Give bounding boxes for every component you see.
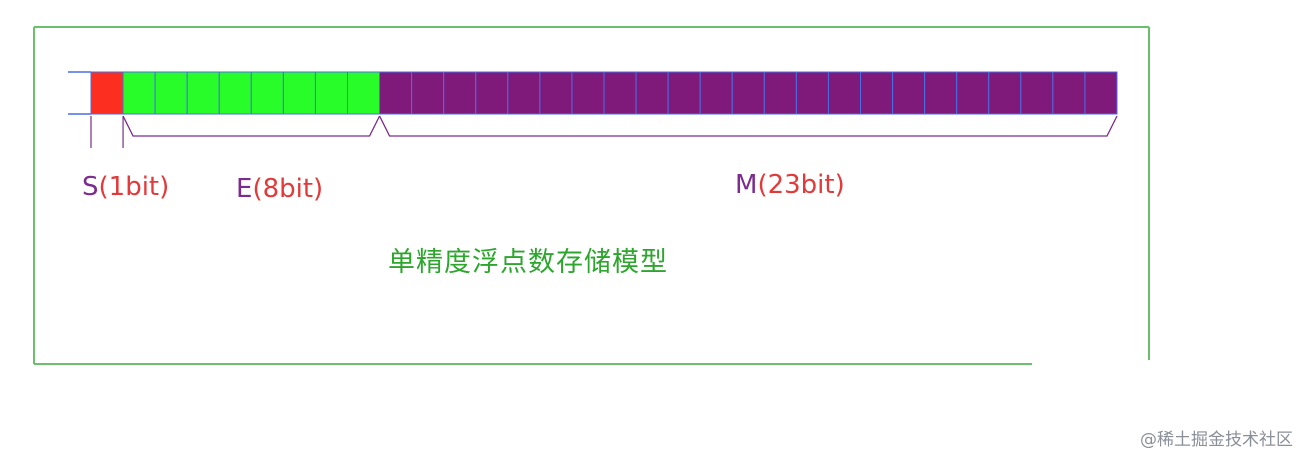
bit-cell-m-3 [475, 71, 509, 115]
bit-cell-m-2 [443, 71, 477, 115]
bit-cell-m-7 [603, 71, 637, 115]
bit-cell-e-5 [282, 71, 316, 115]
bit-cell-m-13 [795, 71, 829, 115]
bit-cell-m-12 [763, 71, 797, 115]
label-e: E(8bit) [236, 176, 323, 202]
bit-cell-m-14 [827, 71, 862, 115]
bit-cell-m-10 [699, 71, 733, 115]
label-e-letter: E [236, 174, 253, 204]
bit-cell-m-21 [1052, 71, 1086, 115]
brace-m [378, 115, 1118, 137]
field-braces [90, 115, 1118, 148]
bit-cell-e-6 [314, 71, 349, 115]
bit-cell-e-7 [347, 71, 381, 115]
bit-cell-e-0 [122, 71, 156, 115]
bit-cell-m-20 [1020, 71, 1054, 115]
bit-cell-e-2 [186, 71, 220, 115]
watermark: @稀土掘金技术社区 [1140, 430, 1293, 450]
frame [33, 26, 1150, 365]
bit-cell-m-4 [507, 71, 541, 115]
bit-cell-m-8 [635, 71, 669, 115]
label-s-letter: S [82, 172, 99, 202]
bit-cell-m-22 [1084, 71, 1118, 115]
bit-cell-m-1 [411, 71, 445, 115]
label-m: M(23bit) [735, 172, 845, 198]
bit-cell-m-5 [539, 71, 573, 115]
bit-cell-m-17 [924, 71, 958, 115]
bit-cell-e-3 [218, 71, 252, 115]
bit-cell-m-16 [892, 71, 926, 115]
label-m-bits: (23bit) [757, 170, 845, 200]
guide-lines [68, 71, 91, 115]
label-e-bits: (8bit) [252, 174, 324, 204]
bit-cell-m-0 [379, 71, 413, 115]
bit-cell-e-4 [250, 71, 284, 115]
diagram-caption: 单精度浮点数存储模型 [388, 247, 668, 278]
bit-cell-m-9 [667, 71, 701, 115]
bit-cell-m-18 [956, 71, 990, 115]
bit-cell-e-1 [154, 71, 188, 115]
bit-cell-m-6 [571, 71, 605, 115]
bit-cell-m-19 [988, 71, 1022, 115]
label-s: S(1bit) [82, 174, 169, 200]
label-s-bits: (1bit) [98, 172, 170, 202]
bit-cell-m-11 [731, 71, 765, 115]
label-m-letter: M [735, 170, 758, 200]
bit-cell-m-15 [860, 71, 894, 115]
bit-cell-s-0 [90, 71, 124, 115]
brace-e [122, 115, 381, 137]
bit-cells [90, 71, 1118, 115]
